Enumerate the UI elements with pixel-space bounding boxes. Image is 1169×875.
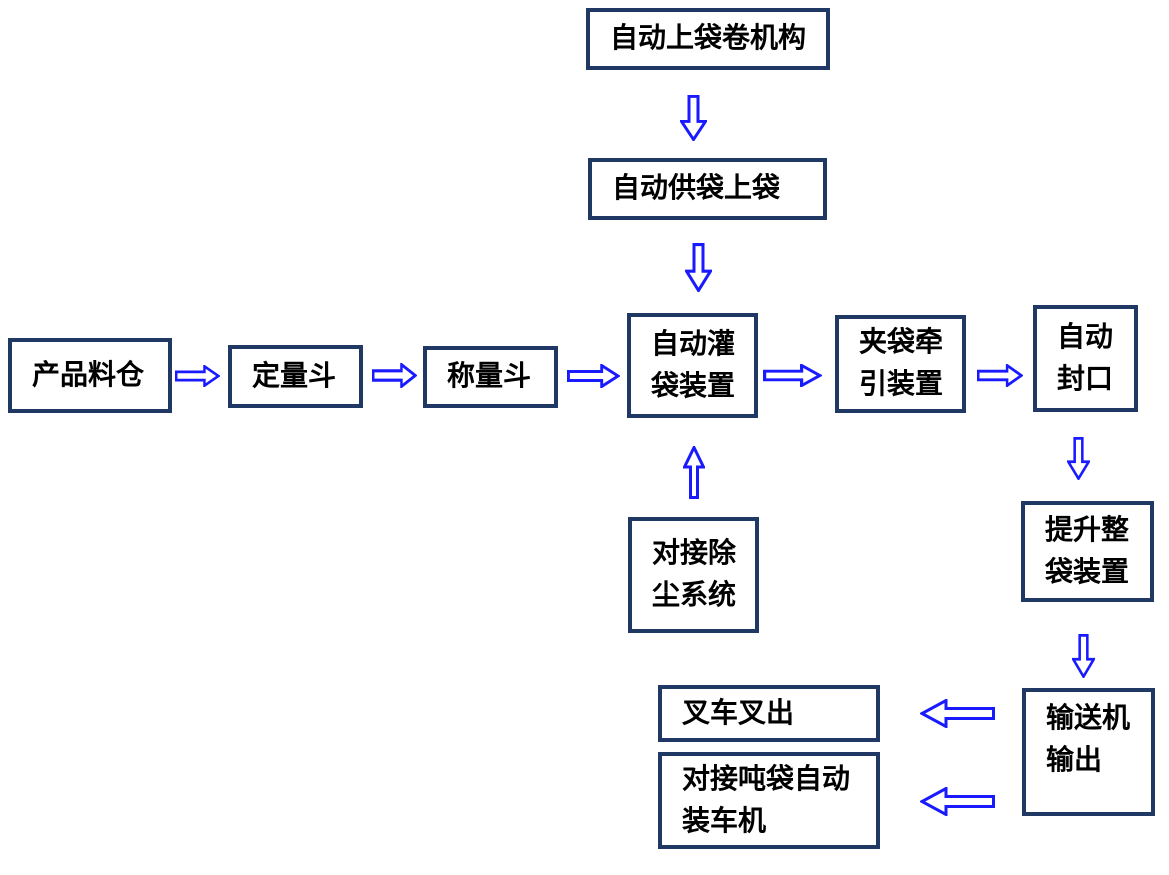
arrow-down-icon xyxy=(1067,437,1090,480)
arrow-right-icon xyxy=(372,363,417,388)
node-label: 输送机 xyxy=(1046,703,1131,734)
arrow-down-icon xyxy=(685,243,712,292)
node-label: 自动供袋上袋 xyxy=(612,173,781,204)
node-label: 引装置 xyxy=(859,369,944,400)
arrow-right-icon xyxy=(977,364,1023,387)
node-auto-filling-device: 自动灌 袋装置 xyxy=(627,313,758,418)
node-label: 夹袋牵 xyxy=(859,327,944,358)
node-weighing-hopper: 称量斗 xyxy=(423,346,558,408)
arrow-right-icon xyxy=(567,364,620,388)
arrow-up-icon xyxy=(683,446,705,499)
arrow-right-icon xyxy=(175,365,220,387)
arrow-left-icon xyxy=(920,699,995,728)
node-product-silo: 产品料仓 xyxy=(8,338,172,413)
node-label: 定量斗 xyxy=(252,360,337,392)
node-label: 对接吨袋自动 xyxy=(682,763,851,795)
node-label: 产品料仓 xyxy=(32,359,145,391)
node-label: 尘系统 xyxy=(652,580,737,611)
node-bag-roll-loader: 自动上袋卷机构 xyxy=(586,8,830,70)
node-conveyor-output: 输送机 输出 xyxy=(1022,688,1155,816)
node-label: 封口 xyxy=(1057,363,1114,395)
node-bag-clamp-traction: 夹袋牵 引装置 xyxy=(835,315,966,413)
node-label: 自动灌 xyxy=(651,328,736,360)
node-dust-removal-docking: 对接除 尘系统 xyxy=(628,517,759,633)
node-bag-feeder: 自动供袋上袋 xyxy=(588,158,827,220)
node-label: 装车机 xyxy=(682,805,767,837)
node-label: 自动上袋卷机构 xyxy=(610,23,807,54)
node-label: 袋装置 xyxy=(1045,556,1130,588)
node-label: 自动 xyxy=(1057,321,1114,353)
arrow-down-icon xyxy=(1072,634,1095,678)
node-forklift-out: 叉车叉出 xyxy=(658,685,880,742)
arrow-left-icon xyxy=(920,787,995,816)
node-label: 袋装置 xyxy=(651,370,736,402)
node-tonne-bag-truck-loader: 对接吨袋自动 装车机 xyxy=(658,752,880,849)
node-label: 提升整 xyxy=(1045,514,1130,546)
node-auto-sealing: 自动 封口 xyxy=(1033,305,1138,412)
node-bag-lifting-device: 提升整 袋装置 xyxy=(1021,501,1154,602)
arrow-right-icon xyxy=(763,364,822,387)
node-dosing-hopper: 定量斗 xyxy=(228,345,363,408)
arrow-down-icon xyxy=(680,95,707,141)
node-label: 叉车叉出 xyxy=(682,697,795,729)
node-label: 输出 xyxy=(1046,745,1103,776)
node-label: 对接除 xyxy=(652,538,737,569)
node-label: 称量斗 xyxy=(447,361,532,392)
